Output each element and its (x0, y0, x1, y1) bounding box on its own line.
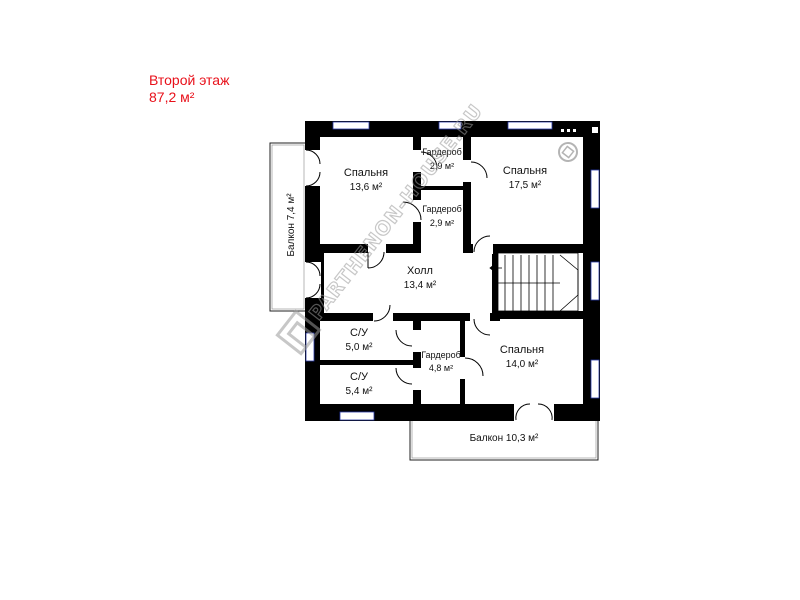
interior-doors (367, 150, 493, 390)
wardrobe-low-name: Гардероб (421, 350, 461, 360)
balcony-south-label: Балкон 10,3 м² (470, 433, 539, 444)
bedroom-nw-name: Спальня (344, 167, 388, 179)
wardrobe-mid-name: Гардероб (422, 204, 462, 214)
door-balcony-south (514, 403, 554, 421)
bedroom-ne-name: Спальня (503, 165, 547, 177)
bedroom-se-name: Спальня (500, 344, 544, 356)
bedroom-se-area: 14,0 м² (506, 359, 539, 370)
hall-name: Холл (407, 265, 433, 277)
bath-2-name: С/У (350, 371, 369, 383)
balcony-west-label: Балкон 7,4 м² (286, 193, 297, 257)
watermark-seal-icon (558, 142, 578, 162)
bedroom-ne-area: 17,5 м² (509, 180, 542, 191)
windows (305, 121, 600, 421)
wardrobe-low-area: 4,8 м² (429, 363, 453, 373)
hall-area: 13,4 м² (404, 280, 437, 291)
wardrobe-mid-area: 2,9 м² (430, 218, 454, 228)
vent-holes (331, 129, 576, 313)
wardrobe-top-name: Гардероб (422, 147, 462, 157)
floor-name: Второй этаж (149, 72, 230, 88)
staircase (489, 252, 579, 312)
door-balcony-west (305, 149, 321, 299)
bath-1-area: 5,0 м² (346, 342, 374, 353)
floor-area: 87,2 м² (149, 89, 195, 105)
floor-title: Второй этаж 87,2 м² (149, 72, 229, 106)
bedroom-nw-area: 13,6 м² (350, 182, 383, 193)
wardrobe-top-area: 2,9 м² (430, 161, 454, 171)
bath-2-area: 5,4 м² (346, 386, 374, 397)
room-labels: Спальня 13,6 м² Гардероб 2,9 м² Гардероб… (286, 147, 547, 444)
bath-1-name: С/У (350, 327, 369, 339)
